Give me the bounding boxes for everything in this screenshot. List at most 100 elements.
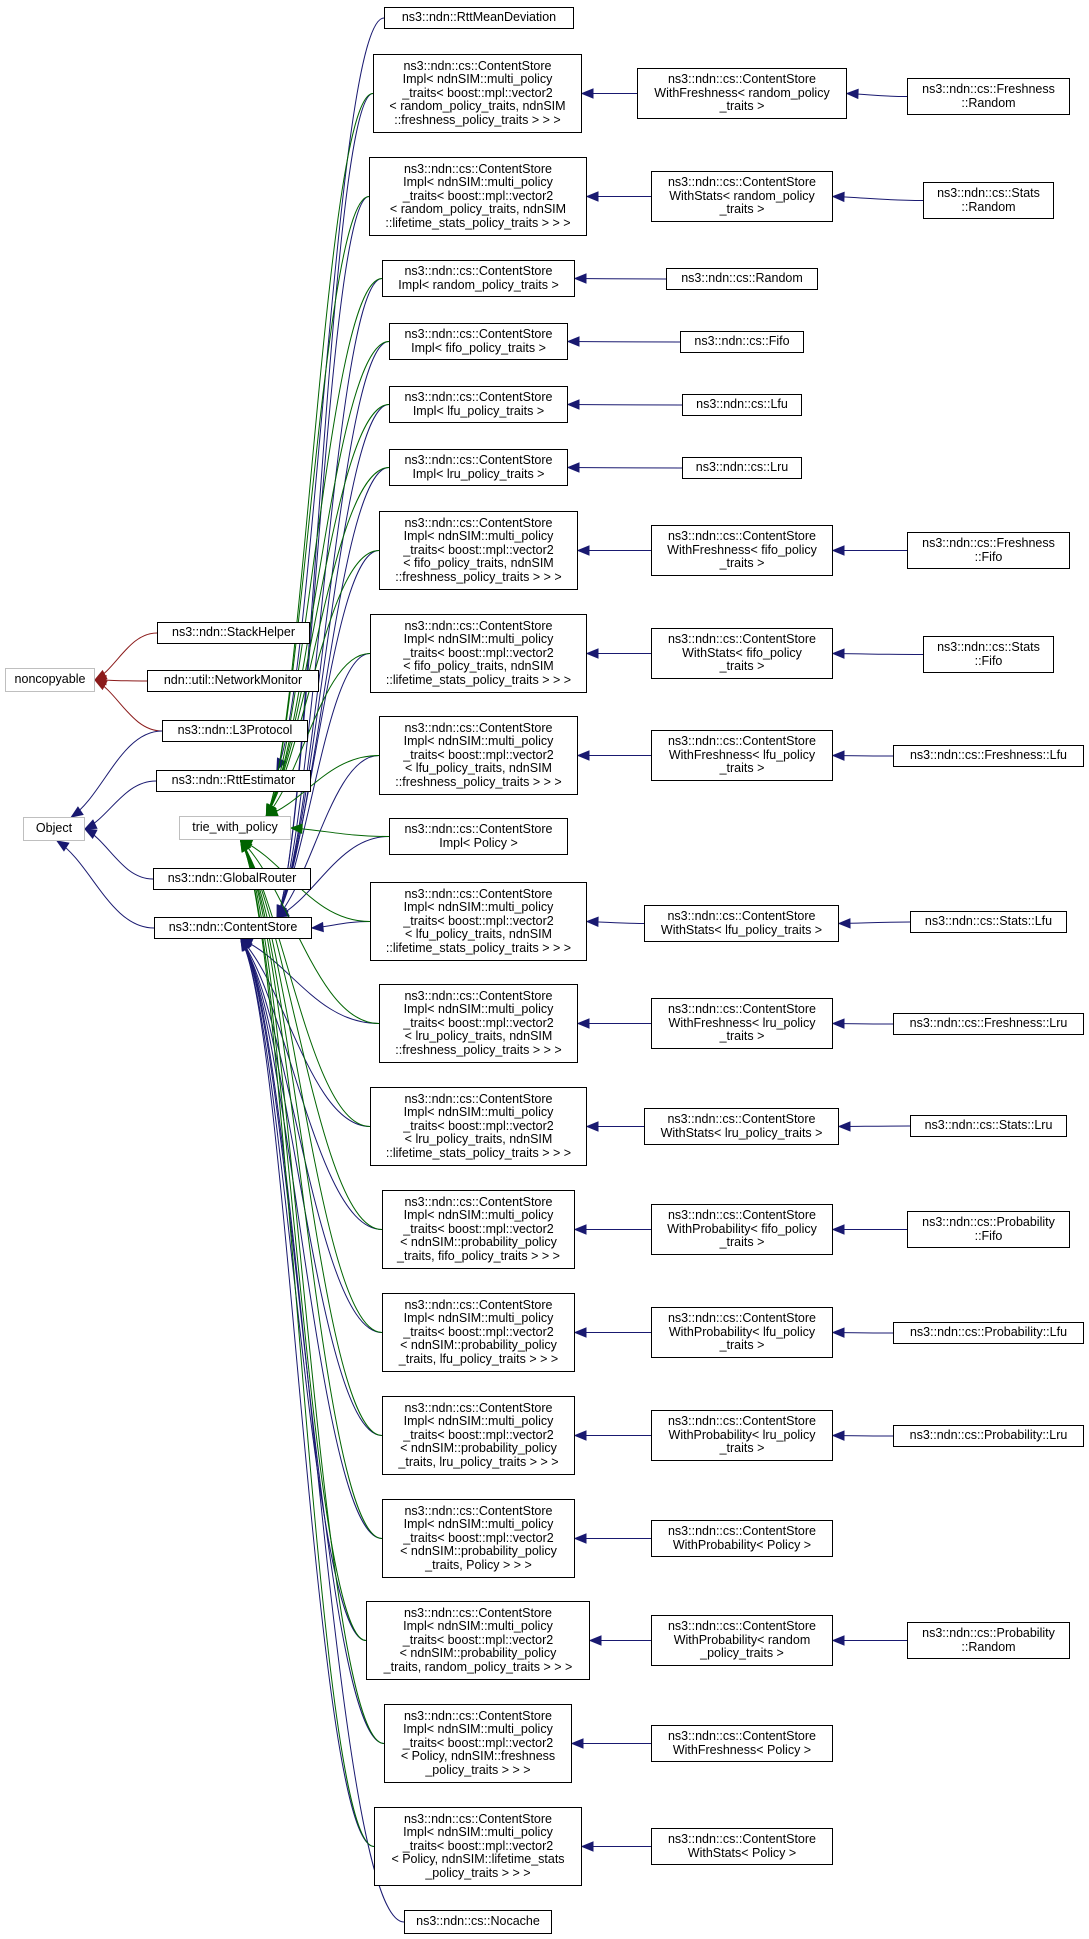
class-node-impl-prob-lfu[interactable]: ns3::ndn::cs::ContentStore Impl< ndnSIM:…	[382, 1293, 575, 1372]
class-node-fresh-random[interactable]: ns3::ndn::cs::Freshness ::Random	[907, 78, 1070, 115]
class-node-nocache[interactable]: ns3::ndn::cs::Nocache	[404, 1910, 552, 1934]
class-node-stats-fifo[interactable]: ns3::ndn::cs::Stats ::Fifo	[923, 636, 1054, 673]
class-node-impl-lfu[interactable]: ns3::ndn::cs::ContentStore Impl< lfu_pol…	[389, 386, 568, 423]
class-node-impl-lru[interactable]: ns3::ndn::cs::ContentStore Impl< lru_pol…	[389, 449, 568, 486]
arrowhead-contentstore-to-object	[55, 840, 70, 852]
class-node-stackhelper[interactable]: ns3::ndn::StackHelper	[157, 622, 310, 644]
edge-impl-fifo-to-contentstore	[276, 341, 390, 918]
class-node-wp-policy[interactable]: ns3::ndn::cs::ContentStore WithProbabili…	[651, 1520, 833, 1557]
edge-impl-policy-fresh-to-contentstore	[240, 938, 385, 1744]
class-node-cs-fifo[interactable]: ns3::ndn::cs::Fifo	[680, 331, 804, 353]
class-node-impl-fifo-stats[interactable]: ns3::ndn::cs::ContentStore Impl< ndnSIM:…	[370, 614, 587, 693]
arrowhead-ws-policy-to-impl-policy-stats	[580, 1841, 594, 1852]
class-node-stats-lru[interactable]: ns3::ndn::cs::Stats::Lru	[910, 1115, 1067, 1137]
arrowhead-wp-lru-to-impl-prob-lru	[573, 1430, 587, 1441]
class-node-wp-lru[interactable]: ns3::ndn::cs::ContentStore WithProbabili…	[651, 1410, 833, 1461]
class-node-impl-policy-fresh[interactable]: ns3::ndn::cs::ContentStore Impl< ndnSIM:…	[384, 1704, 572, 1783]
class-node-impl-lru-stats[interactable]: ns3::ndn::cs::ContentStore Impl< ndnSIM:…	[370, 1087, 587, 1166]
arrowhead-ws-lru-to-impl-lru-stats	[585, 1121, 599, 1132]
arrowhead-prob-random-to-wp-random	[831, 1635, 845, 1646]
class-node-ws-lfu[interactable]: ns3::ndn::cs::ContentStore WithStats< lf…	[644, 905, 839, 942]
edge-impl-prob-lfu-to-contentstore	[240, 938, 383, 1333]
class-node-fresh-fifo[interactable]: ns3::ndn::cs::Freshness ::Fifo	[907, 532, 1070, 569]
arrowhead-impl-policy-to-contentstore	[276, 907, 290, 918]
class-node-ws-lru[interactable]: ns3::ndn::cs::ContentStore WithStats< lr…	[644, 1108, 839, 1145]
edge-impl-lru-fresh-to-trie	[240, 839, 380, 1024]
edge-impl-policy-fresh-to-trie	[240, 839, 385, 1744]
class-node-fresh-lfu[interactable]: ns3::ndn::cs::Freshness::Lfu	[893, 745, 1084, 767]
arrowhead-rttestimator-to-object	[83, 819, 98, 830]
class-node-stats-random[interactable]: ns3::ndn::cs::Stats ::Random	[923, 182, 1054, 219]
class-node-globalrouter[interactable]: ns3::ndn::GlobalRouter	[153, 868, 311, 890]
class-node-impl-prob-random[interactable]: ns3::ndn::cs::ContentStore Impl< ndnSIM:…	[366, 1601, 590, 1680]
class-node-object: Object	[23, 817, 85, 841]
class-node-wp-random[interactable]: ns3::ndn::cs::ContentStore WithProbabili…	[651, 1615, 833, 1666]
class-node-impl-lfu-stats[interactable]: ns3::ndn::cs::ContentStore Impl< ndnSIM:…	[370, 882, 587, 961]
class-node-prob-lru[interactable]: ns3::ndn::cs::Probability::Lru	[893, 1425, 1084, 1447]
class-node-trie: trie_with_policy	[179, 816, 291, 840]
arrowhead-fresh-lru-to-wf-lru	[831, 1018, 845, 1029]
arrowhead-fresh-fifo-to-wf-fifo	[831, 545, 845, 556]
class-node-impl-prob-fifo[interactable]: ns3::ndn::cs::ContentStore Impl< ndnSIM:…	[382, 1190, 575, 1269]
class-node-cs-lru[interactable]: ns3::ndn::cs::Lru	[682, 457, 802, 479]
edge-cs-lru-to-impl-lru	[567, 467, 683, 469]
class-node-wf-random[interactable]: ns3::ndn::cs::ContentStore WithFreshness…	[637, 68, 847, 119]
class-node-networkmonitor[interactable]: ndn::util::NetworkMonitor	[147, 670, 319, 692]
arrowhead-ws-random-to-impl-rand-stats	[585, 191, 599, 202]
edge-impl-prob-random-to-contentstore	[240, 938, 367, 1641]
arrowhead-wp-policy-to-impl-prob-policy	[573, 1533, 587, 1544]
class-node-wp-fifo[interactable]: ns3::ndn::cs::ContentStore WithProbabili…	[651, 1204, 833, 1255]
class-node-ws-random[interactable]: ns3::ndn::cs::ContentStore WithStats< ra…	[651, 171, 833, 222]
class-node-impl-policy-stats[interactable]: ns3::ndn::cs::ContentStore Impl< ndnSIM:…	[374, 1807, 582, 1886]
edge-l3protocol-to-object	[71, 730, 163, 818]
class-node-wf-lru[interactable]: ns3::ndn::cs::ContentStore WithFreshness…	[651, 998, 833, 1049]
arrowhead-wf-random-to-impl-rand-fresh	[580, 88, 594, 99]
class-node-cs-random[interactable]: ns3::ndn::cs::Random	[666, 268, 818, 290]
class-node-l3protocol[interactable]: ns3::ndn::L3Protocol	[162, 720, 308, 742]
class-node-impl-fifo[interactable]: ns3::ndn::cs::ContentStore Impl< fifo_po…	[389, 323, 568, 360]
class-node-cs-lfu[interactable]: ns3::ndn::cs::Lfu	[682, 394, 802, 416]
class-node-ws-policy[interactable]: ns3::ndn::cs::ContentStore WithStats< Po…	[651, 1828, 833, 1865]
class-node-impl-prob-lru[interactable]: ns3::ndn::cs::ContentStore Impl< ndnSIM:…	[382, 1396, 575, 1475]
edge-impl-random-to-trie	[265, 278, 383, 817]
class-node-impl-rand-stats[interactable]: ns3::ndn::cs::ContentStore Impl< ndnSIM:…	[369, 157, 587, 236]
class-node-impl-fifo-fresh[interactable]: ns3::ndn::cs::ContentStore Impl< ndnSIM:…	[379, 511, 578, 590]
class-node-wf-fifo[interactable]: ns3::ndn::cs::ContentStore WithFreshness…	[651, 525, 833, 576]
edge-impl-lfu-fresh-to-contentstore	[276, 755, 380, 918]
class-node-stats-lfu[interactable]: ns3::ndn::cs::Stats::Lfu	[910, 911, 1067, 933]
class-node-impl-prob-policy[interactable]: ns3::ndn::cs::ContentStore Impl< ndnSIM:…	[382, 1499, 575, 1578]
edge-impl-lfu-to-contentstore	[276, 404, 390, 918]
class-node-rttmeandev[interactable]: ns3::ndn::RttMeanDeviation	[384, 7, 574, 29]
arrowhead-wp-fifo-to-impl-prob-fifo	[573, 1224, 587, 1235]
arrowhead-prob-lfu-to-wp-lfu	[831, 1327, 845, 1338]
class-node-ws-fifo[interactable]: ns3::ndn::cs::ContentStore WithStats< fi…	[651, 628, 833, 679]
class-node-impl-policy[interactable]: ns3::ndn::cs::ContentStore Impl< Policy …	[389, 818, 568, 855]
edge-impl-fifo-to-trie	[265, 341, 390, 817]
class-node-wp-lfu[interactable]: ns3::ndn::cs::ContentStore WithProbabili…	[651, 1307, 833, 1358]
arrowhead-wf-lru-to-impl-lru-fresh	[576, 1018, 590, 1029]
class-node-wf-policy[interactable]: ns3::ndn::cs::ContentStore WithFreshness…	[651, 1725, 833, 1762]
class-node-noncopyable: noncopyable	[5, 668, 95, 692]
class-node-impl-random[interactable]: ns3::ndn::cs::ContentStore Impl< random_…	[382, 260, 575, 297]
class-node-prob-random[interactable]: ns3::ndn::cs::Probability ::Random	[907, 1622, 1070, 1659]
class-node-prob-lfu[interactable]: ns3::ndn::cs::Probability::Lfu	[893, 1322, 1084, 1344]
class-node-impl-lfu-fresh[interactable]: ns3::ndn::cs::ContentStore Impl< ndnSIM:…	[379, 716, 578, 795]
edge-impl-lru-fresh-to-contentstore	[240, 938, 380, 1024]
class-node-impl-lru-fresh[interactable]: ns3::ndn::cs::ContentStore Impl< ndnSIM:…	[379, 984, 578, 1063]
arrowhead-l3protocol-to-noncopyable	[93, 679, 108, 691]
edge-impl-prob-fifo-to-contentstore	[240, 938, 383, 1230]
arrowhead-wp-random-to-impl-prob-random	[588, 1635, 602, 1646]
arrowhead-cs-fifo-to-impl-fifo	[566, 336, 580, 347]
class-node-contentstore[interactable]: ns3::ndn::ContentStore	[154, 917, 312, 939]
class-node-rttestimator[interactable]: ns3::ndn::RttEstimator	[156, 770, 311, 792]
class-node-fresh-lru[interactable]: ns3::ndn::cs::Freshness::Lru	[893, 1013, 1084, 1035]
class-node-wf-lfu[interactable]: ns3::ndn::cs::ContentStore WithFreshness…	[651, 730, 833, 781]
arrowhead-stats-fifo-to-ws-fifo	[831, 648, 845, 659]
edge-rttestimator-to-object	[84, 780, 157, 830]
class-node-prob-fifo[interactable]: ns3::ndn::cs::Probability ::Fifo	[907, 1211, 1070, 1248]
arrowhead-wf-policy-to-impl-policy-fresh	[570, 1738, 584, 1749]
class-node-impl-rand-fresh[interactable]: ns3::ndn::cs::ContentStore Impl< ndnSIM:…	[373, 54, 582, 133]
edge-impl-lfu-fresh-to-trie	[266, 755, 380, 817]
edge-impl-policy-to-trie	[290, 827, 390, 837]
